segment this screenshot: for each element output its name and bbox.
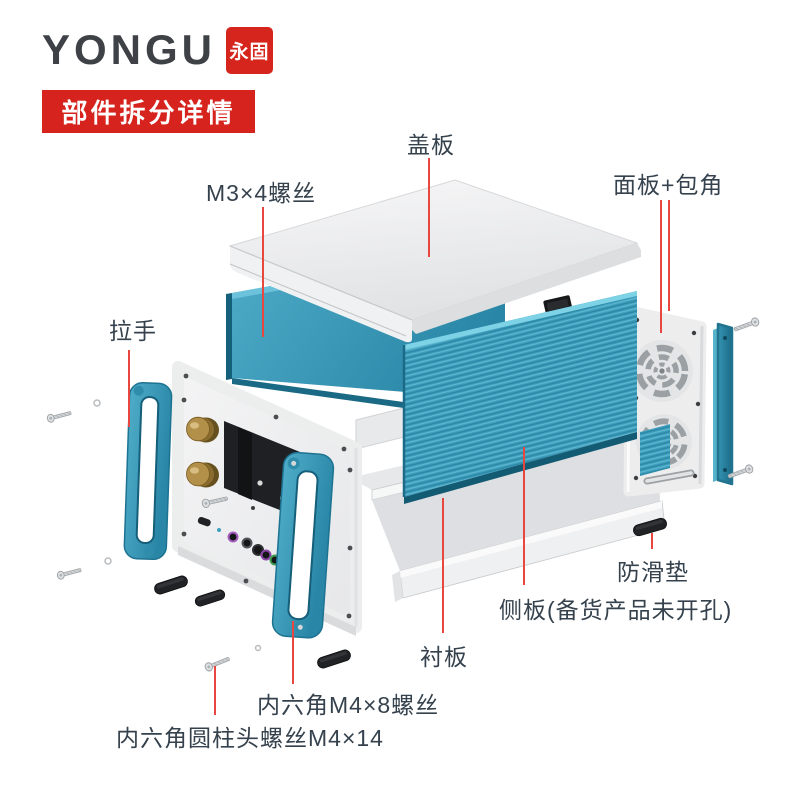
side-panel-ribbed xyxy=(402,291,637,504)
side-panel-edge xyxy=(640,424,670,476)
callout-pull-handle: 拉手 xyxy=(109,318,157,344)
callout-anti-slip-pad: 防滑垫 xyxy=(617,559,689,585)
front-panel-screw-holes xyxy=(181,373,353,619)
callout-side-panel: 侧板(备货产品未开孔) xyxy=(499,597,733,623)
knob xyxy=(186,416,220,443)
callout-cover-plate: 盖板 xyxy=(407,132,455,158)
washer xyxy=(254,644,262,652)
corner-guard-screw xyxy=(732,316,761,334)
m4x14-screw xyxy=(203,654,232,673)
brand-seal-text: 永固 xyxy=(229,41,270,63)
callout-front-panel-corner: 面板+包角 xyxy=(613,172,724,198)
brand-logo-text: YONGU xyxy=(42,26,217,73)
anti-slip-pad xyxy=(152,574,190,596)
mounted-handle xyxy=(271,451,335,639)
brand-logo: YONGU 永固 xyxy=(42,24,274,76)
corner-guard-strip xyxy=(713,316,761,486)
title-banner: 部件拆分详情 xyxy=(42,90,255,133)
anti-slip-pad xyxy=(193,588,227,608)
pull-handle xyxy=(123,382,173,561)
anti-slip-pad xyxy=(315,648,353,670)
callout-lines xyxy=(128,158,670,715)
handle-screw xyxy=(45,408,73,424)
handle-screw xyxy=(55,565,83,581)
callout-hex-m4x8-screw: 内六角M4×8螺丝 xyxy=(257,692,440,718)
washer xyxy=(104,557,112,565)
knob xyxy=(186,461,220,488)
washer xyxy=(93,399,101,407)
callout-hex-m4x14-screw: 内六角圆柱头螺丝M4×14 xyxy=(116,725,384,751)
cover-plate xyxy=(228,179,641,343)
bottom-tray xyxy=(392,500,666,602)
title-banner-text: 部件拆分详情 xyxy=(61,98,236,128)
callout-m3x4-screw: M3×4螺丝 xyxy=(206,180,317,206)
front-panel xyxy=(172,361,362,639)
brand-seal-icon: 永固 xyxy=(226,26,274,74)
callout-liner-plate: 衬板 xyxy=(420,644,468,670)
